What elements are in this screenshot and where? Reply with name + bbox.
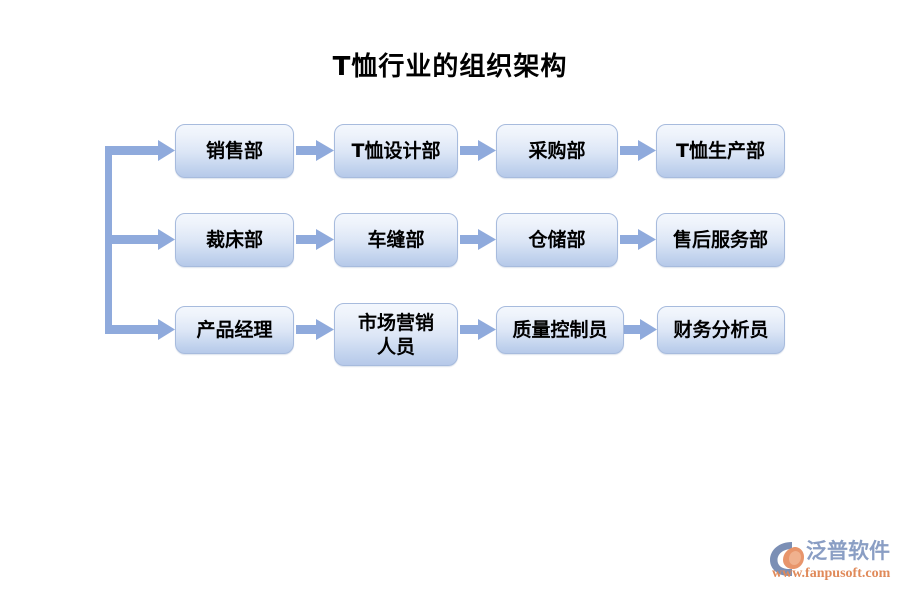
node-cutting-department[interactable]: 裁床部 [175,213,294,267]
arrow-r2c1-to-r2c2 [296,229,334,250]
node-product-manager[interactable]: 产品经理 [175,306,294,354]
node-marketing-staff[interactable]: 市场营销 人员 [334,303,458,366]
arrow-spine-to-row2 [105,229,175,250]
arrow-r3c3-to-r3c4 [624,319,657,340]
node-sewing-department[interactable]: 车缝部 [334,213,458,267]
node-tshirt-design-department[interactable]: T恤设计部 [334,124,458,178]
arrow-r2c2-to-r2c3 [460,229,496,250]
node-sales-department[interactable]: 销售部 [175,124,294,178]
node-tshirt-production-department[interactable]: T恤生产部 [656,124,785,178]
arrow-r2c3-to-r2c4 [620,229,656,250]
node-warehouse-department[interactable]: 仓储部 [496,213,618,267]
arrow-spine-to-row1 [105,140,175,161]
logo-mark-icon [770,542,804,576]
arrow-r1c1-to-r1c2 [296,140,334,161]
page-title: T恤行业的组织架构 [332,52,568,82]
arrow-r3c2-to-r3c3 [460,319,496,340]
node-purchasing-department[interactable]: 采购部 [496,124,618,178]
arrow-r3c1-to-r3c2 [296,319,334,340]
arrow-r1c2-to-r1c3 [460,140,496,161]
node-after-sales-service-department[interactable]: 售后服务部 [656,213,785,267]
arrow-r1c3-to-r1c4 [620,140,656,161]
brand-watermark: 泛普软件 www.fanpusoft.com [768,538,892,586]
node-financial-analyst[interactable]: 财务分析员 [657,306,785,354]
logo-url-text: www.fanpusoft.com [772,566,891,581]
node-quality-control-officer[interactable]: 质量控制员 [496,306,624,354]
logo-brand-text: 泛普软件 [806,539,890,563]
arrow-spine-to-row3 [105,319,175,340]
